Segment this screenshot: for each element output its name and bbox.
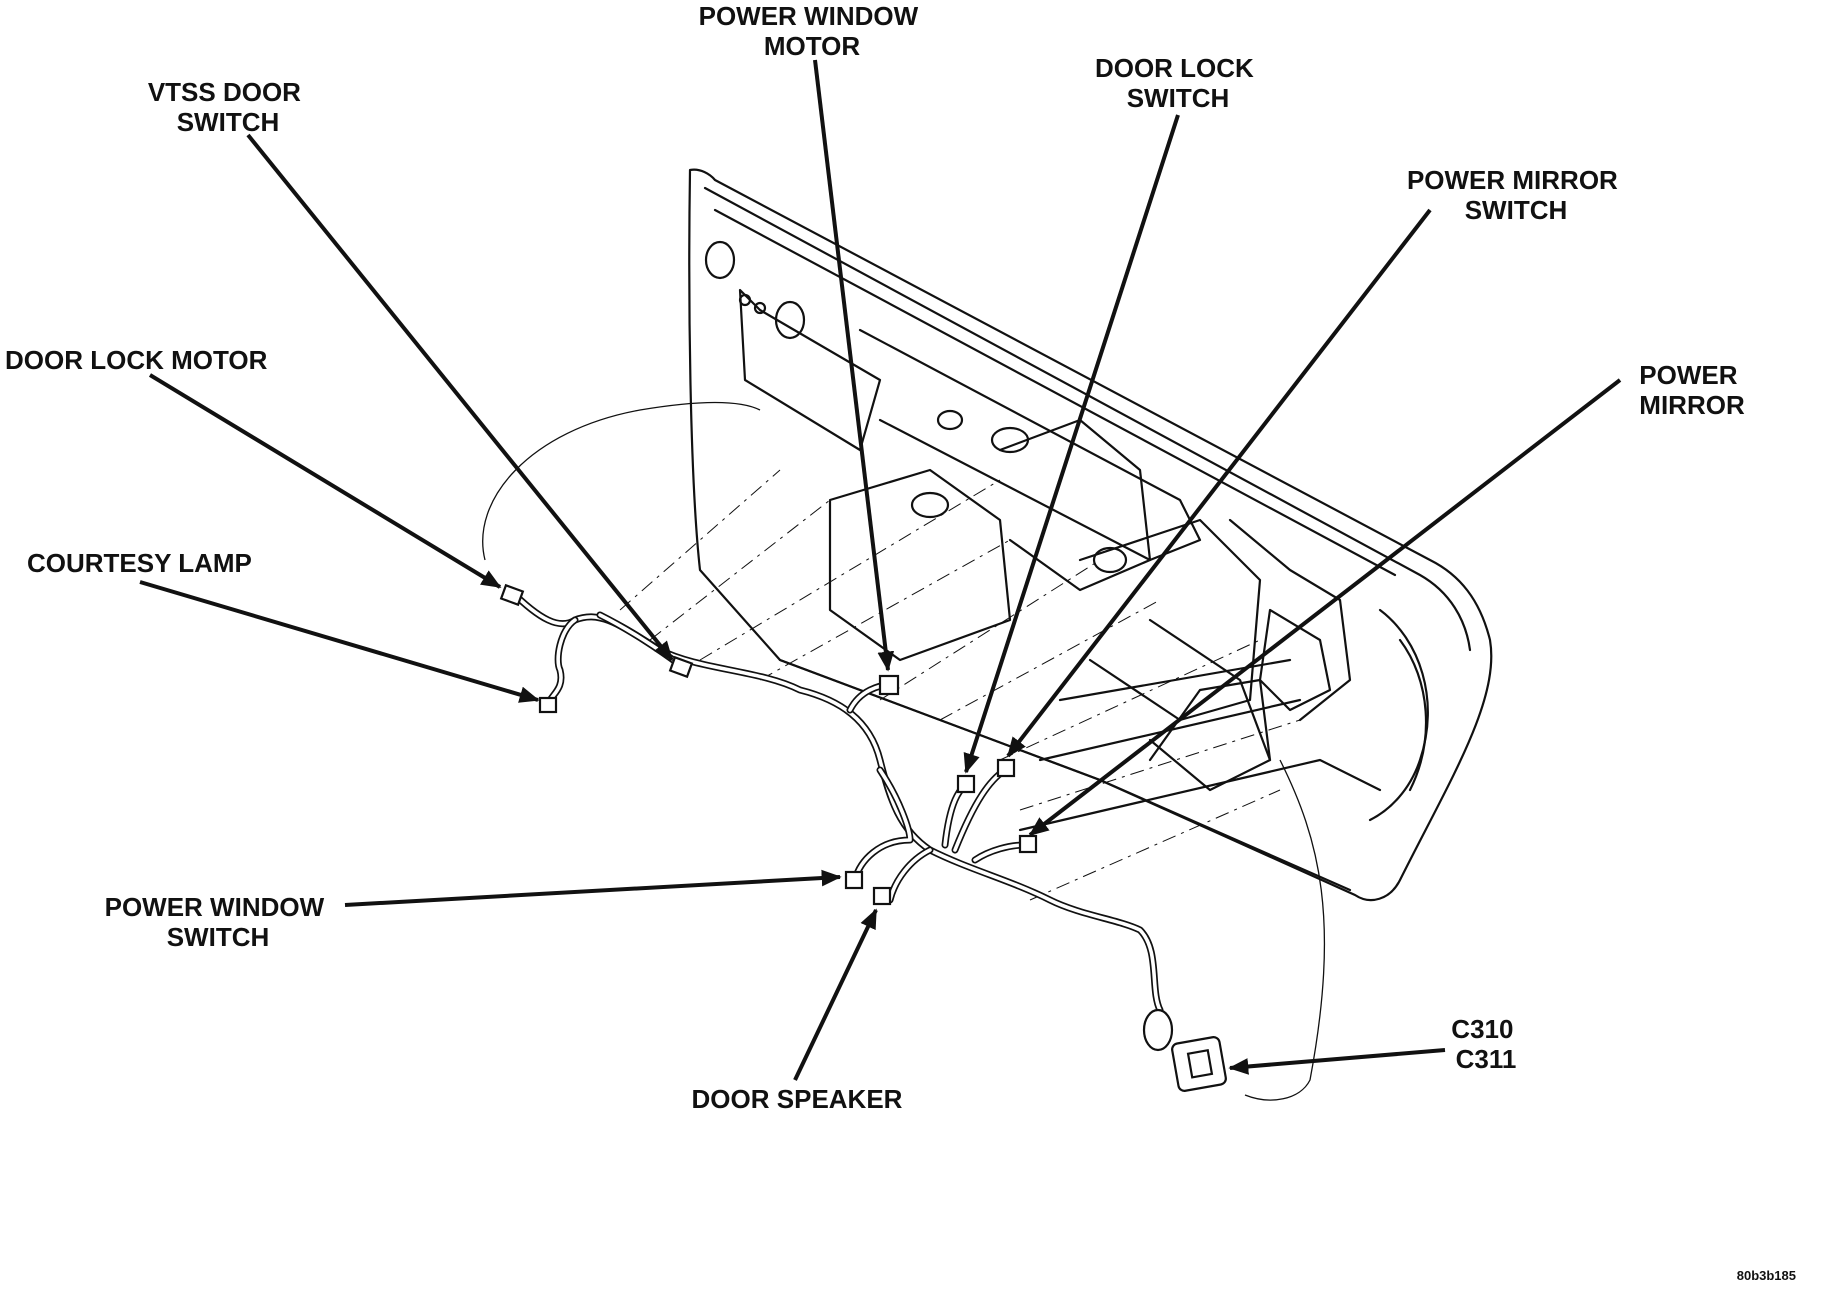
leader-arrows — [139, 59, 1622, 1081]
label-vtss-door-switch: VTSS DOOR SWITCH — [148, 77, 308, 137]
label-power-mirror: POWER MIRROR — [1639, 360, 1745, 420]
callout-labels: POWER WINDOW MOTOR VTSS DOOR SWITCH DOOR… — [5, 1, 1796, 1283]
projection-lines — [482, 401, 1326, 1101]
door-inner-panel — [688, 168, 1493, 902]
arrow-door-speaker — [793, 908, 878, 1081]
figure-id: 80b3b185 — [1737, 1268, 1796, 1283]
arrow-vtss-door-switch — [246, 133, 674, 662]
arrow-door-lock-switch — [963, 114, 1180, 774]
arrow-power-mirror-switch — [1006, 208, 1432, 758]
arrow-power-mirror — [1028, 378, 1622, 837]
label-power-window-switch: POWER WINDOW SWITCH — [105, 892, 332, 952]
label-power-mirror-switch: POWER MIRROR SWITCH — [1407, 165, 1625, 225]
arrow-connector — [1228, 1048, 1446, 1075]
label-connector: C310 C311 — [1451, 1014, 1520, 1074]
arrow-courtesy-lamp — [139, 580, 540, 703]
label-courtesy-lamp: COURTESY LAMP — [27, 548, 252, 578]
label-door-lock-motor: DOOR LOCK MOTOR — [5, 345, 268, 375]
label-door-lock-switch: DOOR LOCK SWITCH — [1095, 53, 1261, 113]
arrow-power-window-motor — [813, 59, 895, 672]
label-power-window-motor: POWER WINDOW MOTOR — [699, 1, 926, 61]
arrow-power-window-switch — [344, 869, 842, 907]
label-door-speaker: DOOR SPEAKER — [692, 1084, 903, 1114]
wiring-harness — [499, 583, 1227, 1092]
arrow-door-lock-motor — [148, 373, 502, 589]
